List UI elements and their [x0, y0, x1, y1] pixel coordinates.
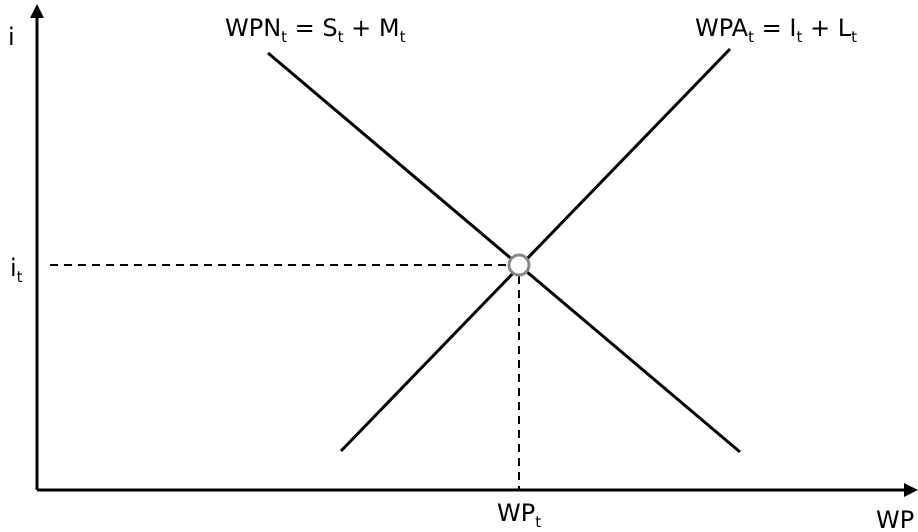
equilibrium-rate-label: it — [10, 254, 23, 286]
x-axis-label: WP — [876, 506, 914, 532]
x-axis-arrow — [904, 483, 918, 497]
y-axis-label: i — [8, 23, 15, 51]
demand-curve-wpn — [267, 51, 741, 454]
supply-curve-wpa — [339, 47, 732, 453]
demand-curve-label: WPNt = St + Mt — [225, 14, 406, 46]
equilibrium-quantity-label: WPt — [497, 499, 541, 531]
supply-curve-label: WPAt = It + Lt — [695, 14, 857, 46]
equilibrium-point — [507, 253, 531, 277]
y-axis-arrow — [30, 4, 44, 18]
